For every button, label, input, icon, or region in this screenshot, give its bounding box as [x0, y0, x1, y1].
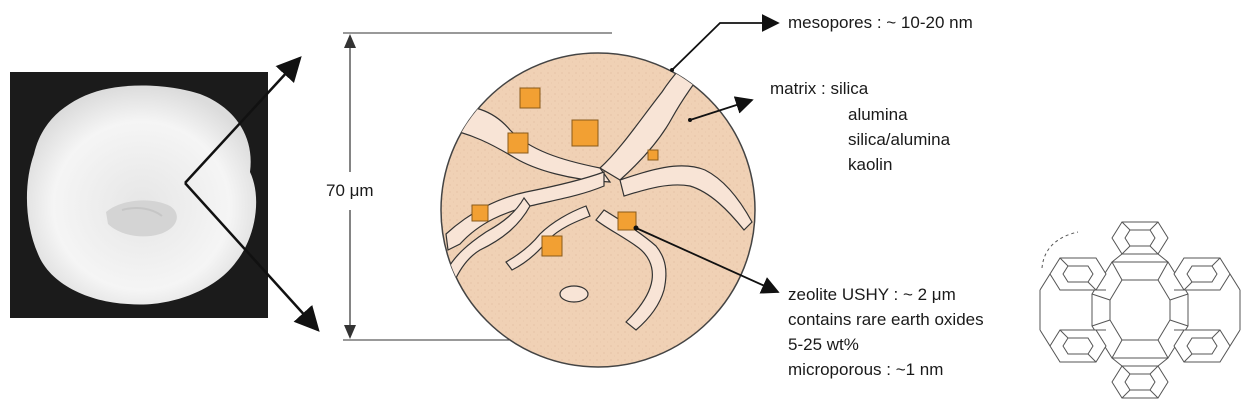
diameter-label: 70 μm [326, 180, 374, 202]
zeolite-line: zeolite USHY : ~ 2 μm [788, 284, 956, 306]
zeolite-line: contains rare earth oxides [788, 309, 984, 331]
matrix-item: silica/alumina [848, 129, 950, 151]
zeolite-line: 5-25 wt% [788, 334, 859, 356]
mesopores-leader [672, 23, 778, 70]
zeolite-line: microporous : ~1 nm [788, 359, 943, 381]
zoom-arrows [185, 58, 318, 330]
isolated-pore [560, 286, 588, 302]
mesopores-label: mesopores : ~ 10-20 nm [788, 12, 973, 34]
faujasite-framework-icon [1040, 222, 1240, 398]
matrix-item: kaolin [848, 154, 892, 176]
zoom-arrow-bottom [185, 183, 318, 330]
zoom-arrow-top [185, 58, 300, 183]
matrix-heading: matrix : silica [770, 78, 868, 100]
matrix-item: alumina [848, 104, 908, 126]
catalyst-particle [440, 48, 755, 367]
